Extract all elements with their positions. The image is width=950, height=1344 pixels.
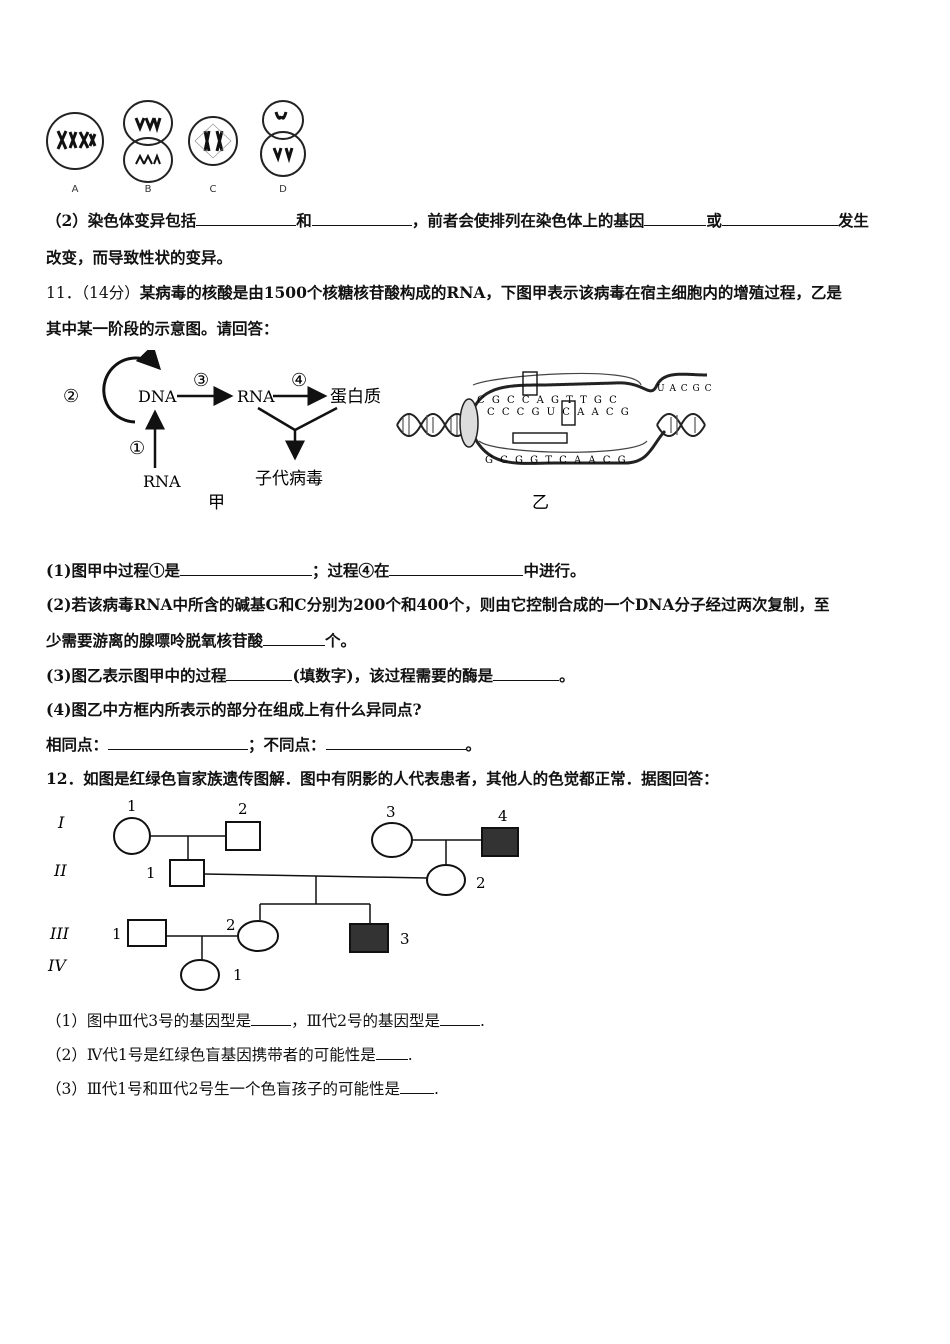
blank-iv1-carrier[interactable] — [375, 1044, 408, 1060]
helix-right-b — [656, 413, 706, 437]
cell-b — [123, 100, 173, 183]
step1-label: ① — [129, 438, 145, 459]
blank-iii3-genotype[interactable] — [251, 1010, 292, 1026]
num-iv1: 1 — [233, 966, 243, 984]
person-iii2-female — [237, 920, 279, 952]
q11-part1: (1)图甲中过程①是；过程④在中进行。 — [46, 560, 586, 580]
blank-3[interactable] — [644, 210, 707, 226]
blank-2[interactable] — [311, 210, 412, 226]
person-ii1-male — [169, 859, 205, 887]
rna-polymerase-ellipse — [459, 398, 479, 448]
num-i2: 2 — [238, 800, 248, 818]
person-i4-male-affected — [481, 827, 519, 857]
figure-yi-caption: 乙 — [532, 493, 549, 513]
q11-part2-line1: (2)若该病毒RNA中所含的碱基G和C分别为200个和400个，则由它控制合成的… — [46, 595, 830, 614]
bottom-strand-bases: G C G G T C A A C G — [485, 455, 628, 466]
num-ii2: 2 — [476, 874, 486, 892]
rna-bottom-node: RNA — [143, 472, 181, 491]
num-iii1: 1 — [112, 925, 122, 943]
helix-left-a — [396, 413, 470, 437]
q12-stem: 12．如图是红绿色盲家族遗传图解．图中有阴影的人代表患者，其他人的色觉都正常．据… — [46, 769, 719, 788]
box-rna-base — [561, 400, 576, 426]
mid-strand-bases: C C C G U C A A C G — [487, 407, 631, 418]
q11-stem-line1: 11．（14分）某病毒的核酸是由1500个核糖核苷酸构成的RNA，下图甲表示该病… — [46, 283, 842, 302]
blank-1[interactable] — [196, 210, 297, 226]
step4-label: ④ — [291, 370, 307, 391]
q12-part2: （2）Ⅳ代1号是红绿色盲基因携带者的可能性是. — [46, 1044, 413, 1064]
rna-tail-bases: U A C G C U — [657, 384, 715, 394]
q11-part2-line2: 少需要游离的腺嘌呤脱氧核苷酸个。 — [46, 630, 357, 650]
helix-left-b — [396, 413, 470, 437]
blank-iii2-genotype[interactable] — [439, 1010, 480, 1026]
figure-jia-caption: 甲 — [208, 493, 225, 513]
template-strand-top — [467, 372, 708, 426]
rna-node: RNA — [237, 387, 275, 406]
offspring-node: 子代病毒 — [255, 469, 323, 489]
top-strand-bases: C G C C A G T T G C — [477, 395, 619, 406]
generation-label-i: I — [57, 813, 65, 832]
q11-stem-line2: 其中某一阶段的示意图。请回答： — [46, 319, 279, 338]
cell-label-d: D — [279, 184, 287, 195]
template-strand-bottom — [467, 424, 667, 465]
person-iii1-male — [127, 919, 167, 947]
person-i1-female — [113, 817, 151, 855]
strand-top-inner — [472, 372, 642, 386]
strand-bottom-inner — [478, 440, 648, 453]
num-i3: 3 — [386, 803, 396, 821]
q10-part2-line2: 改变，而导致性状的变异。 — [46, 248, 233, 267]
cell-label-a: A — [72, 184, 79, 195]
q12-part3: （3）Ⅲ代1号和Ⅲ代2号生一个色盲孩子的可能性是. — [46, 1078, 439, 1098]
dna-node: DNA — [138, 387, 177, 406]
blank-4[interactable] — [721, 210, 838, 226]
person-i2-male — [225, 821, 261, 851]
blank-enzyme[interactable] — [493, 665, 560, 681]
blank-process4-location[interactable] — [389, 560, 524, 576]
num-i1: 1 — [127, 798, 137, 815]
replication-loop-arrow — [102, 350, 162, 424]
step2-label: ② — [63, 386, 79, 407]
generation-label-iv: IV — [47, 956, 67, 975]
blank-process1[interactable] — [179, 560, 312, 576]
q11-part3: (3)图乙表示图甲中的过程(填数字)，该过程需要的酶是。 — [46, 665, 575, 685]
cell-division-figure: A B C D — [46, 100, 306, 195]
cell-label-c: C — [210, 184, 217, 195]
num-i4: 4 — [498, 807, 508, 825]
protein-node: 蛋白质 — [330, 387, 381, 407]
generation-label-ii: II — [53, 861, 67, 880]
person-ii2-female — [426, 864, 466, 896]
blank-adenine-count[interactable] — [263, 630, 326, 646]
person-i3-female — [371, 822, 413, 858]
q10-part2-line1: （2）染色体变异包括和，前者会使排列在染色体上的基因或发生 — [46, 210, 869, 230]
q12-part1: （1）图中Ⅲ代3号的基因型是，Ⅲ代2号的基因型是. — [46, 1010, 485, 1030]
person-iii3-male-affected — [349, 923, 389, 953]
step3-label: ③ — [193, 370, 209, 391]
num-iii2: 2 — [226, 916, 236, 934]
pedigree-chart: I II III IV 1 2 3 4 1 2 1 2 3 1 — [47, 798, 519, 991]
generation-label-iii: III — [49, 924, 70, 943]
blank-similarity[interactable] — [108, 734, 249, 750]
blank-difference[interactable] — [325, 734, 466, 750]
merge-right — [294, 406, 338, 432]
person-iv1-female — [180, 959, 220, 991]
q11-part4-answer: 相同点：；不同点：。 — [46, 734, 482, 754]
merge-left — [257, 406, 296, 432]
blank-process-number[interactable] — [226, 665, 293, 681]
cell-label-b: B — [145, 184, 152, 195]
num-iii3: 3 — [400, 930, 410, 948]
cell-d — [260, 100, 306, 177]
num-ii1: 1 — [146, 864, 156, 882]
cell-c — [188, 116, 238, 166]
q11-part4: (4)图乙中方框内所表示的部分在组成上有什么异同点? — [46, 700, 422, 719]
cell-a — [46, 112, 104, 170]
figure-jia: ② DNA ③ RNA ④ 蛋白质 子代病毒 ① RNA 甲 — [63, 350, 381, 513]
box-dna-base — [522, 371, 538, 396]
box-strand-segment — [512, 432, 568, 444]
figure-yi: C G C C A G T T G C C C C G U C A A C G … — [396, 371, 715, 513]
blank-colorblind-child[interactable] — [399, 1078, 434, 1094]
